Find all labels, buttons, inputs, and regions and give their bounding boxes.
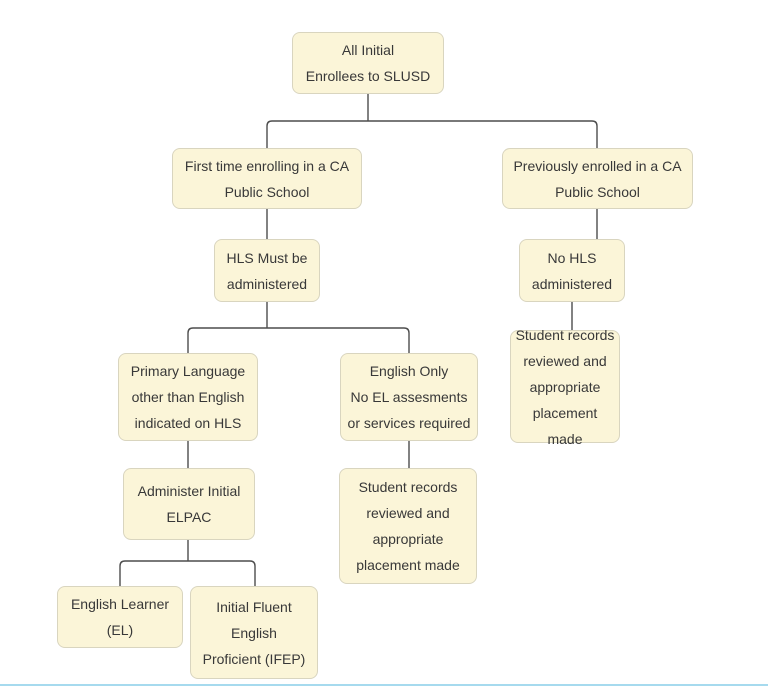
node-all-initial-enrollees: All Initial Enrollees to SLUSD [292,32,444,94]
node-english-learner-el: English Learner (EL) [57,586,183,648]
edge-hls-rail [187,327,410,353]
node-hls-must-be-administered: HLS Must be administered [214,239,320,302]
node-previously-enrolled: Previously enrolled in a CA Public Schoo… [502,148,693,209]
edge-elpac-rail [119,560,256,586]
bottom-border-line [0,684,768,686]
node-english-only: English Only No EL assesments or service… [340,353,478,441]
node-student-records-right: Student records reviewed and appropriate… [510,327,620,447]
node-administer-initial-elpac: Administer Initial ELPAC [123,468,255,540]
node-primary-language-other: Primary Language other than English indi… [118,353,258,441]
node-student-records-middle: Student records reviewed and appropriate… [339,468,477,584]
node-initial-fluent-ifep: Initial Fluent English Proficient (IFEP) [190,586,318,679]
edge-root-rail [266,120,598,148]
node-first-time-enrolling: First time enrolling in a CA Public Scho… [172,148,362,209]
node-no-hls-administered: No HLS administered [519,239,625,302]
